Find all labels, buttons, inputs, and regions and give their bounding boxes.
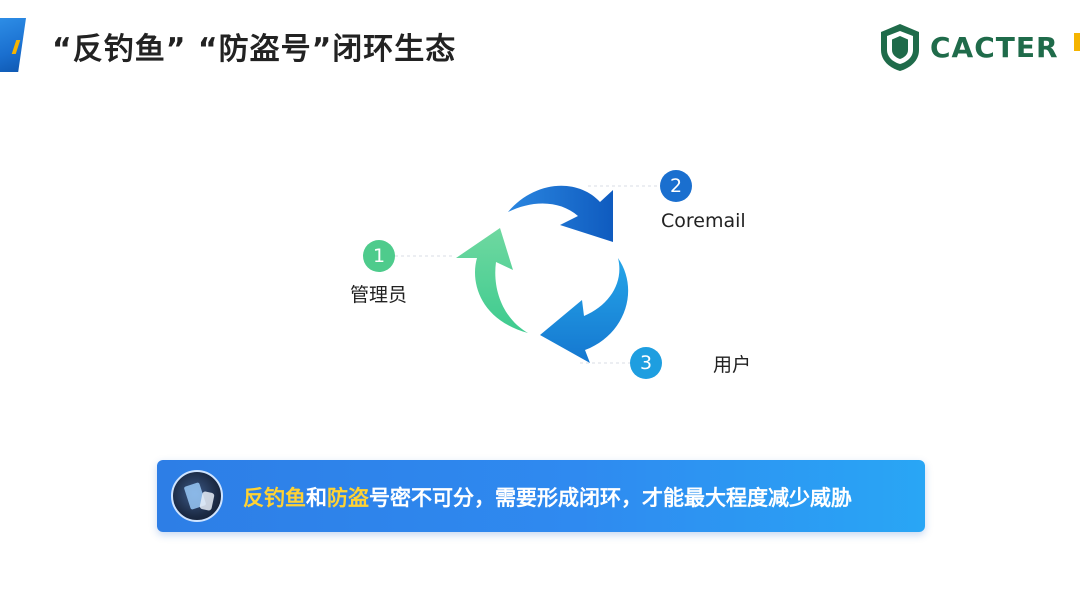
brand-name: CACTER <box>930 30 1059 64</box>
banner-text-rest: 号密不可分，需要形成闭环，才能最大程度减少威胁 <box>369 486 852 510</box>
arrow-top <box>508 185 613 242</box>
banner-text: 反钓鱼和防盗号密不可分，需要形成闭环，才能最大程度减少威胁 <box>243 482 852 512</box>
banner-avatar <box>171 470 223 522</box>
highlight-anti-theft: 防盗 <box>327 486 369 510</box>
arrow-left <box>456 228 528 333</box>
brand-logo: CACTER <box>878 22 1059 72</box>
shield-icon <box>881 24 919 71</box>
cycle-node-3: 3 <box>630 347 662 379</box>
highlight-anti-phishing: 反钓鱼 <box>243 486 306 510</box>
summary-banner: 反钓鱼和防盗号密不可分，需要形成闭环，才能最大程度减少威胁 <box>157 460 925 532</box>
cycle-label-coremail: Coremail <box>661 210 746 232</box>
arrow-right <box>540 258 629 363</box>
page-title: “反钓鱼” “防盗号”闭环生态 <box>52 32 457 67</box>
cycle-node-2: 2 <box>660 170 692 202</box>
banner-text-and: 和 <box>306 486 327 510</box>
cycle-label-admin: 管理员 <box>350 284 408 306</box>
cycle-label-user: 用户 <box>713 354 752 376</box>
cycle-node-1: 1 <box>363 240 395 272</box>
brand-accent <box>1074 33 1080 51</box>
leader-lines <box>395 185 660 364</box>
